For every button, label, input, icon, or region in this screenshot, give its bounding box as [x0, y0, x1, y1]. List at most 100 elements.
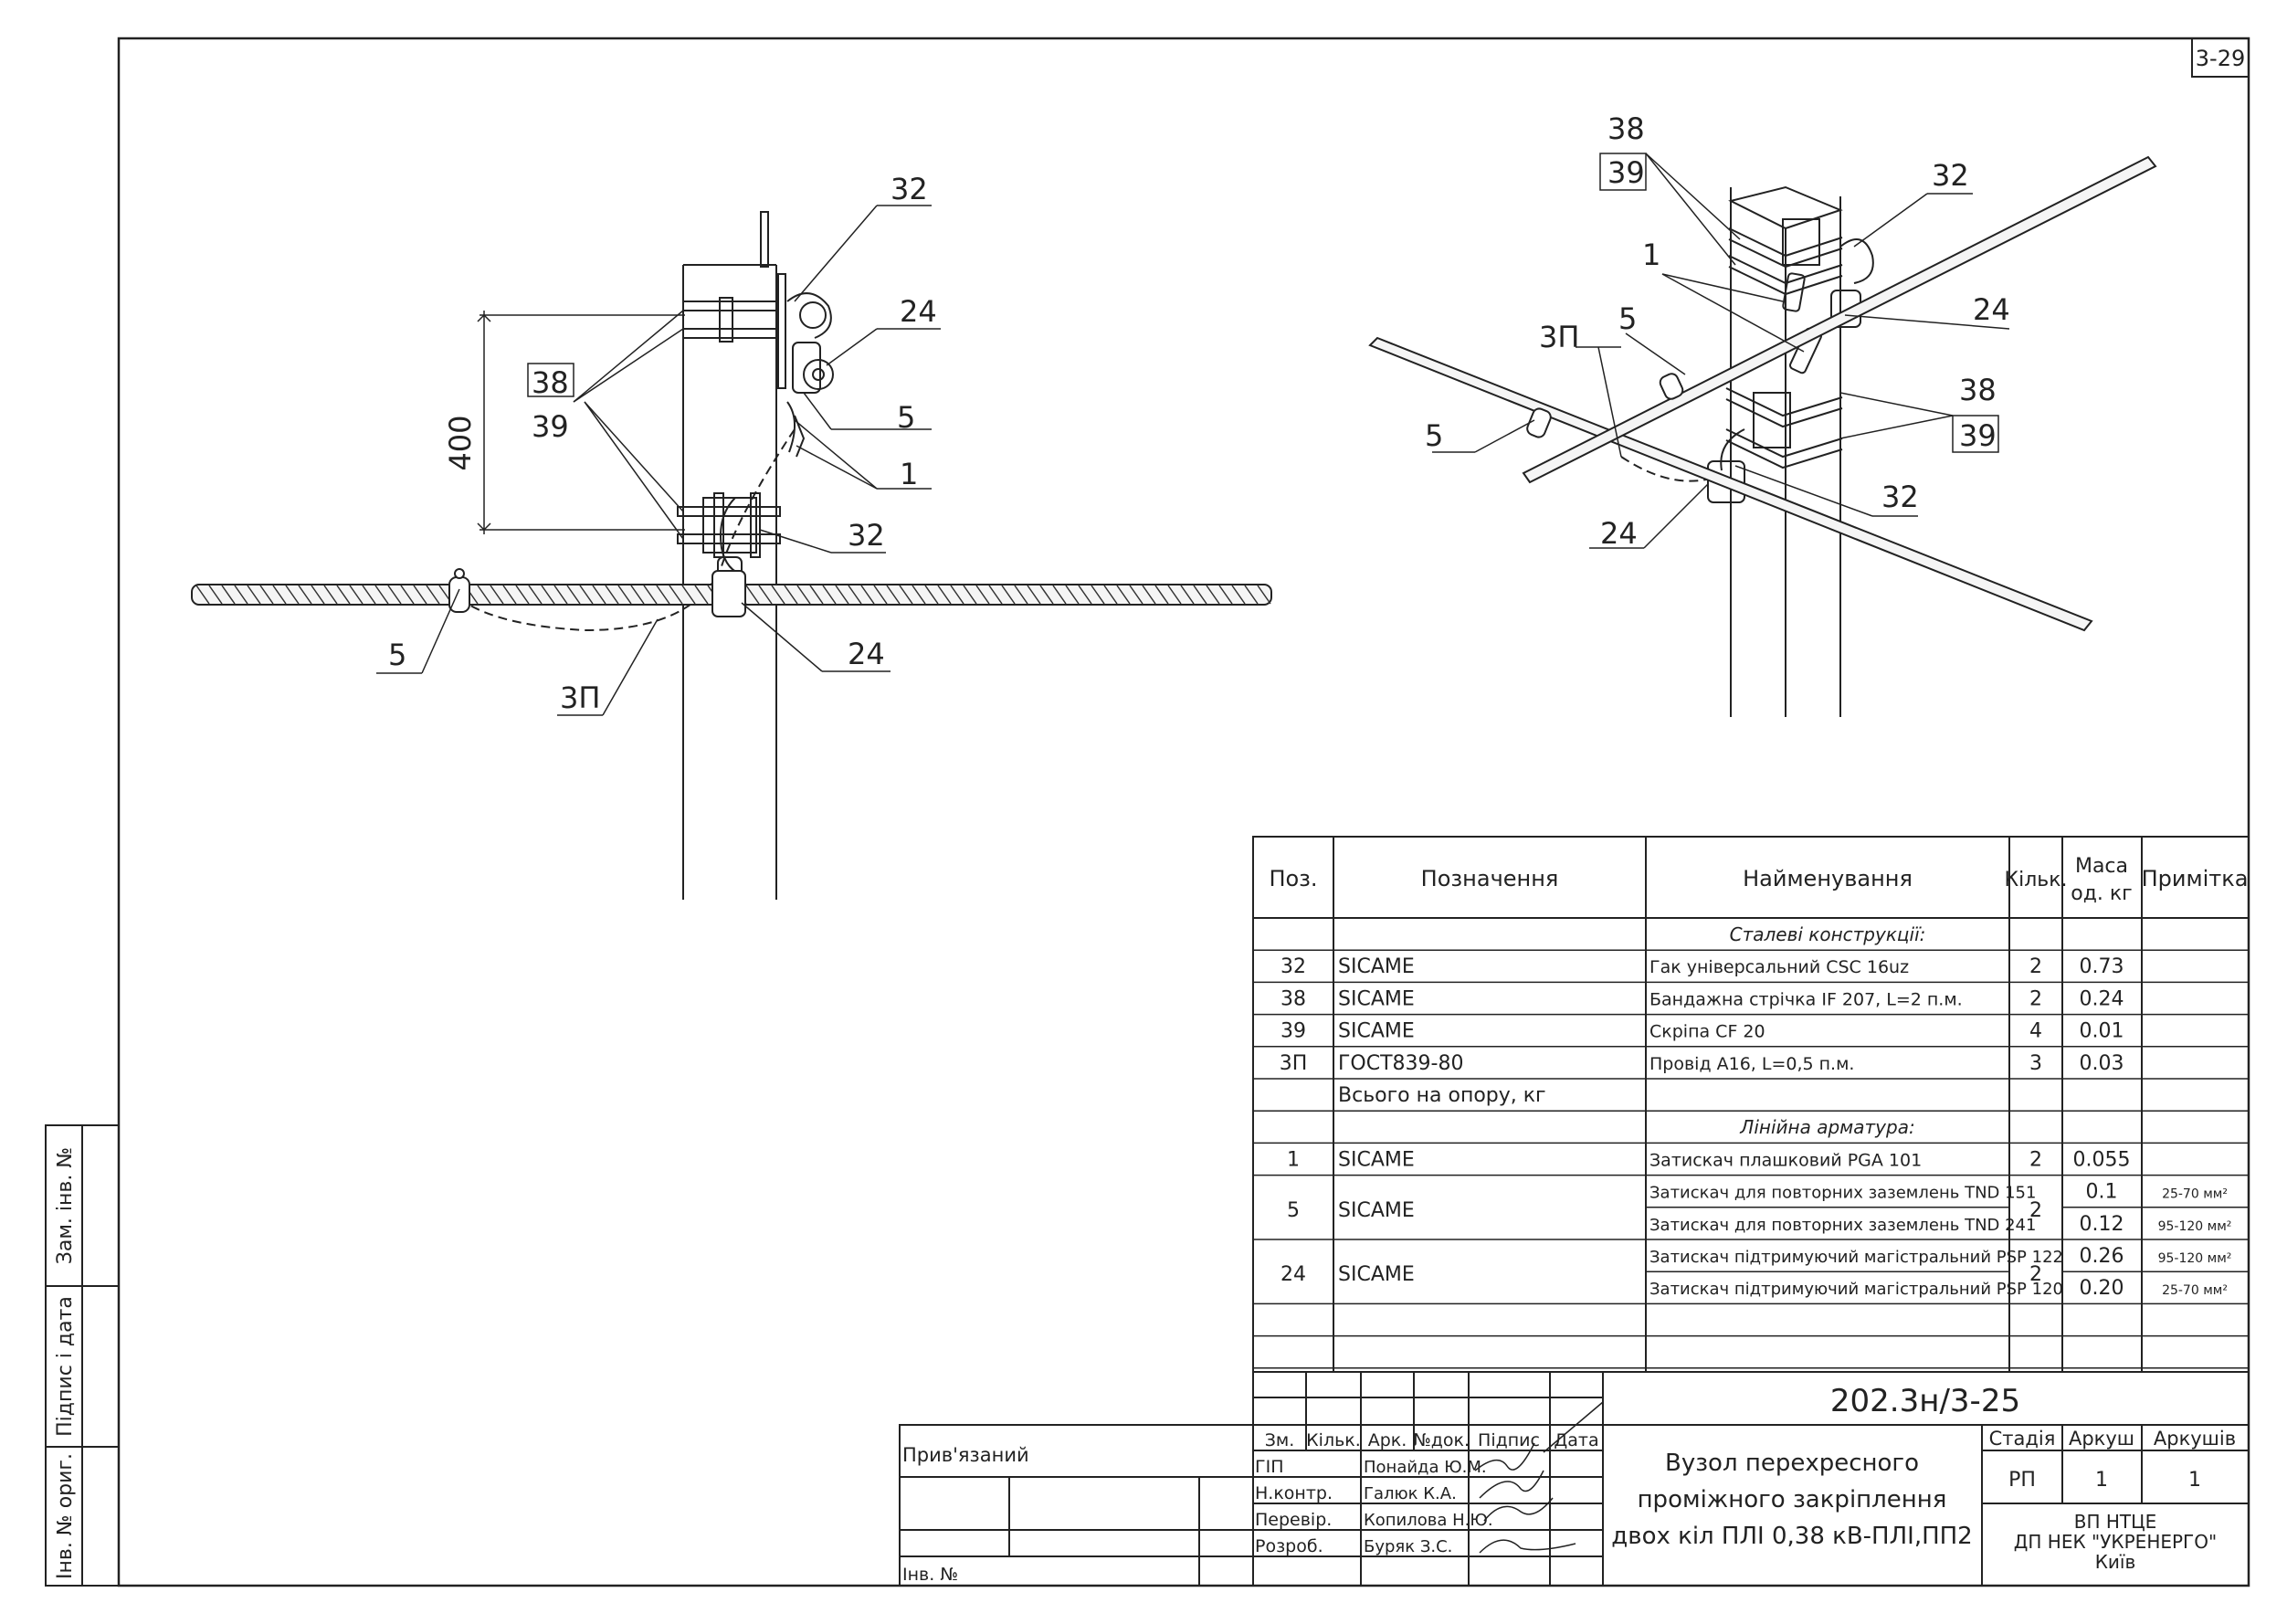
svg-text:32: 32: [1881, 480, 1919, 514]
svg-text:39: 39: [1959, 418, 1997, 453]
section-steel: Сталеві конструкції:: [1730, 923, 1926, 945]
svg-text:32: 32: [891, 172, 928, 206]
side-label-pidpys: Підпис і дата: [54, 1296, 77, 1437]
row-mark: SICAME: [1338, 1148, 1415, 1171]
left-cable: [191, 568, 1272, 617]
row-pos: 3П: [1280, 1052, 1308, 1075]
row-mass: 0.055: [2073, 1148, 2131, 1171]
svg-text:5: 5: [388, 638, 406, 672]
row-pos: 1: [1287, 1148, 1300, 1171]
role-label: Розроб.: [1255, 1536, 1323, 1556]
svg-text:24: 24: [900, 294, 937, 329]
section-line-fittings: Лінійна арматура:: [1739, 1116, 1914, 1138]
svg-text:3П: 3П: [1539, 320, 1579, 354]
svg-text:32: 32: [848, 518, 885, 553]
group-mark: SICAME: [1338, 1263, 1415, 1286]
group-line-mass: 0.1: [2086, 1181, 2118, 1204]
stage-header: Стадія: [1989, 1428, 2056, 1450]
row-pos: 32: [1281, 955, 1306, 978]
row-name: Скріпа CF 20: [1649, 1022, 1765, 1042]
sheet-code: 3-29: [2196, 46, 2245, 71]
svg-text:1: 1: [900, 457, 918, 491]
row-qty: 2: [2029, 955, 2042, 978]
group-mark: SICAME: [1338, 1199, 1415, 1222]
svg-text:24: 24: [848, 637, 885, 671]
doc-code: 202.3н/3-25: [1830, 1383, 2020, 1419]
header-name: Найменування: [1743, 866, 1913, 891]
svg-text:38: 38: [532, 365, 569, 400]
left-callouts: [376, 205, 941, 716]
row-name: Гак універсальний CSC 16uz: [1649, 957, 1909, 977]
row-mass: 0.24: [2080, 987, 2124, 1010]
organization: ВП НТЦЕ: [2074, 1511, 2157, 1533]
drawing-title: двох кіл ПЛІ 0,38 кВ-ПЛІ,ПП2: [1611, 1523, 1972, 1550]
col-header: Кільк.: [1306, 1430, 1361, 1450]
linked-label: Прив'язаний: [902, 1444, 1029, 1466]
role-person: Буряк З.С.: [1364, 1537, 1452, 1556]
group-line-name: Затискач для повторних заземлень TND 241: [1649, 1216, 2036, 1235]
organization: ДП НЕК "УКРЕНЕРГО": [2014, 1531, 2217, 1553]
row-name: Провід А16, L=0,5 п.м.: [1649, 1054, 1854, 1074]
svg-text:5: 5: [897, 400, 915, 435]
group-line-mass: 0.12: [2080, 1213, 2124, 1236]
sheets-value: 1: [2188, 1469, 2201, 1492]
row-total: Всього на опору, кг: [1338, 1084, 1546, 1107]
row-name: Бандажна стрічка IF 207, L=2 п.м.: [1649, 989, 1963, 1009]
row-mark: SICAME: [1338, 955, 1415, 978]
sheet-header: Аркуш: [2069, 1428, 2134, 1450]
row-mark: SICAME: [1338, 1020, 1415, 1043]
svg-text:24: 24: [1600, 516, 1638, 551]
header-qty: Кільк.: [2004, 869, 2067, 891]
row-mass: 0.03: [2080, 1052, 2124, 1075]
group-line-note: 25-70 мм²: [2162, 1283, 2228, 1298]
svg-text:38: 38: [1959, 373, 1997, 407]
drawing-title: проміжного закріплення: [1638, 1486, 1947, 1513]
group-line-note: 95-120 мм²: [2158, 1251, 2232, 1266]
row-qty: 2: [2029, 1148, 2042, 1171]
row-pos: 38: [1281, 987, 1306, 1010]
row-pos: 39: [1281, 1020, 1306, 1043]
group-line-mass: 0.20: [2080, 1277, 2124, 1300]
right-cables: [1368, 155, 2157, 632]
left-callout-labels: 32 24 38 39 5 1 32 5 24 3П: [388, 172, 937, 715]
group-line-mass: 0.26: [2080, 1245, 2124, 1268]
svg-text:39: 39: [532, 409, 569, 444]
title-block: [899, 1371, 2250, 1587]
group-pos: 24: [1281, 1263, 1306, 1286]
row-mark: ГОСТ839-80: [1338, 1052, 1463, 1075]
role-person: Галюк К.А.: [1364, 1484, 1457, 1503]
side-label-inv: Інв. № ориг.: [54, 1453, 77, 1579]
right-callouts: [1432, 153, 2010, 549]
group-line-name: Затискач підтримуючий магістральний PSP …: [1649, 1248, 2063, 1267]
left-view-drawing: [465, 211, 834, 900]
row-qty: 2: [2029, 987, 2042, 1010]
role-label: ГІП: [1255, 1457, 1283, 1477]
col-header: Зм.: [1265, 1430, 1295, 1450]
organization: Київ: [2095, 1551, 2136, 1573]
group-line-note: 95-120 мм²: [2158, 1219, 2232, 1234]
header-mass: од. кг: [2071, 882, 2133, 905]
svg-text:24: 24: [1973, 292, 2010, 327]
svg-text:32: 32: [1932, 158, 1969, 193]
group-line-note: 25-70 мм²: [2162, 1187, 2228, 1202]
group-pos: 5: [1287, 1199, 1300, 1222]
svg-text:3П: 3П: [560, 680, 600, 715]
row-mass: 0.73: [2080, 955, 2124, 978]
svg-text:39: 39: [1607, 155, 1645, 190]
sheets-header: Аркушів: [2154, 1428, 2236, 1450]
role-label: Н.контр.: [1255, 1483, 1333, 1503]
role-label: Перевір.: [1255, 1510, 1332, 1530]
side-label-zam: Зам. інв. №: [54, 1147, 77, 1265]
group-qty: 2: [2029, 1199, 2042, 1222]
spec-table: [1252, 836, 2250, 1373]
header-note: Примітка: [2142, 866, 2249, 891]
stage-value: РП: [2008, 1469, 2036, 1492]
header-pos: Поз.: [1269, 866, 1317, 891]
dimension-400: 400: [443, 415, 478, 470]
role-person: Понайда Ю.М.: [1364, 1458, 1487, 1477]
right-callout-labels: 38 39 32 1 5 3П 24 38 39 5 32 24: [1425, 111, 2010, 551]
row-qty: 3: [2029, 1052, 2042, 1075]
group-qty: 2: [2029, 1263, 2042, 1286]
